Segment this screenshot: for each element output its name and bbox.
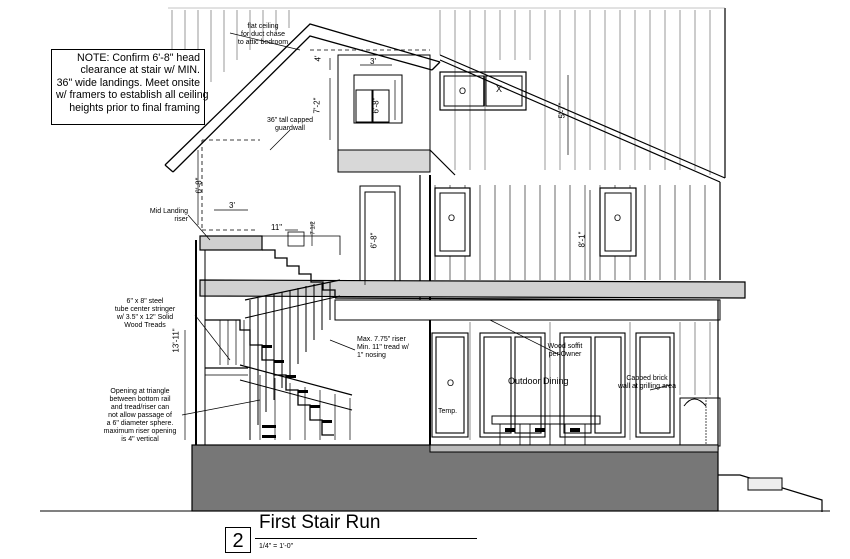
brick-wall-label: Capped brick wall at grilling area [618, 375, 676, 390]
dimension-width: 3' [229, 201, 235, 210]
roof-eave [199, 279, 746, 321]
note-line: NOTE: Confirm 6'-8" head [77, 52, 200, 64]
dimension-tread: 11" [271, 223, 283, 232]
window-fixed-mark: O [459, 86, 467, 96]
storefront-glazing [431, 332, 675, 438]
dimension-riser: 7 1/2 [310, 221, 317, 235]
opening-label: Opening at triangle between bottom rail … [103, 388, 177, 443]
dimension-width: 3' [370, 57, 376, 66]
dimension-height: 8'-1" [577, 231, 587, 248]
title-underline [255, 538, 477, 539]
detail-scale: 1/4" = 1'-0" [259, 543, 294, 550]
tempered-label: Temp. [438, 408, 458, 415]
board-batten-siding [434, 185, 706, 280]
dimension-height: 5'-7" [557, 102, 567, 119]
window-fixed-mark: O [447, 378, 455, 388]
note-line: heights prior to final framing [69, 101, 200, 114]
detail-number: 2 [225, 527, 251, 553]
dimension-height: 6'-8" [369, 232, 379, 249]
flat-ceiling-label: flat ceiling for duct chase to attic bed… [237, 23, 289, 46]
riser-label: Max. 7.75" riser Min. 11" tread w/ 1" no… [357, 336, 409, 359]
dimension-height: 4' [313, 55, 323, 62]
stair-railing [244, 279, 341, 440]
outdoor-dining-label: Outdoor Dining [508, 376, 569, 386]
window-slider-mark: X [496, 84, 503, 94]
note-line: clearance at stair w/ MIN. [80, 64, 200, 77]
framing-note: NOTE: Confirm 6'-8" head clearance at st… [51, 49, 209, 125]
note-line: 36" wide landings. Meet onsite [56, 76, 200, 89]
gable-roof [164, 23, 441, 173]
dimension-height: 6'-8" [371, 97, 381, 114]
dimension-height: 6'-8" [194, 177, 204, 194]
window-fixed-mark: O [448, 213, 456, 223]
soffit-label: Wood soffit per Owner [547, 343, 583, 358]
detail-title: First Stair Run [259, 512, 381, 533]
guardwall-label: 36" tall capped guardwall [266, 117, 314, 132]
upper-siding [171, 10, 711, 175]
note-line: w/ framers to establish all ceiling [56, 89, 209, 102]
mid-landing-label: Mid Landing riser [149, 208, 188, 223]
dimension-height: 7'-2" [312, 97, 322, 114]
dimension-height: 13'-11" [171, 328, 181, 353]
stringer-label: 6" x 8" steel tube center stringer w/ 3.… [114, 298, 176, 329]
window-fixed-mark: O [614, 213, 622, 223]
